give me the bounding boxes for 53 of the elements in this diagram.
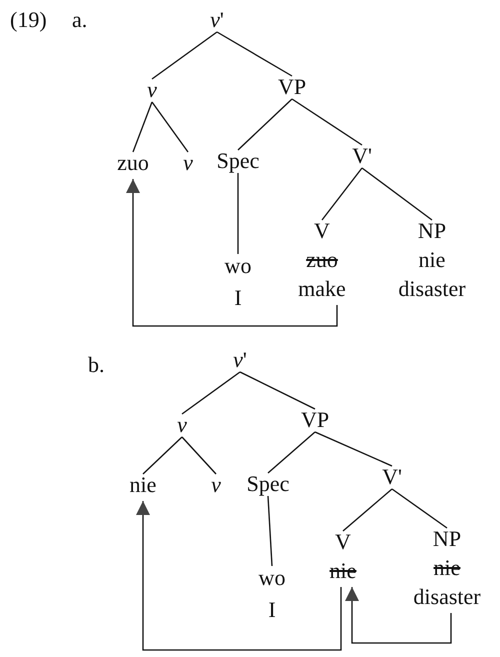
tree-branch [362, 167, 432, 221]
movement-arrow [126, 179, 338, 327]
tree-branch [182, 371, 240, 415]
sub-example-label: b. [88, 351, 104, 379]
tree-branch [182, 436, 216, 474]
tree-node-label: NP [432, 525, 462, 553]
tree-node-label: v' [233, 346, 247, 374]
struck-trace-text: nie [330, 557, 356, 585]
tree-node-label: v [211, 471, 221, 499]
tree-node-label: VP [278, 73, 306, 101]
word-text: disaster [398, 275, 466, 303]
tree-node-label: v [147, 76, 157, 104]
tree-branch [314, 431, 392, 467]
tree-node-label: V' [382, 463, 402, 491]
word-text: disaster [413, 583, 481, 611]
tree-node-label: Spec [246, 470, 290, 498]
movement-arrow [136, 501, 342, 651]
tree-branch [132, 102, 153, 152]
tree-branch [237, 173, 239, 254]
struck-trace-text: zuo [305, 246, 339, 274]
tree-node-label: v [183, 149, 193, 177]
tree-node-label: wo [224, 252, 252, 280]
tree-node-label: wo [258, 564, 286, 592]
tree-branch [152, 31, 218, 80]
word-text: nie [418, 246, 446, 274]
struck-trace-text: nie [432, 554, 462, 582]
word-text: make [298, 275, 346, 303]
tree-node-label: VP [300, 406, 330, 434]
tree-node-label: zuo [117, 149, 149, 177]
tree-node-label: NP [416, 217, 448, 245]
tree-branch [392, 488, 448, 529]
word-text: I [267, 596, 277, 624]
movement-arrow [345, 587, 452, 644]
tree-branch [268, 432, 316, 474]
word-text: I [233, 284, 243, 312]
tree-branch [216, 31, 292, 77]
tree-branch [342, 488, 392, 532]
tree-node-label: V' [352, 142, 372, 170]
tree-branch [240, 371, 316, 410]
tree-node-label: V [313, 217, 331, 245]
tree-node-label: Spec [216, 147, 260, 175]
tree-branch [238, 98, 292, 150]
tree-branch [151, 102, 189, 152]
tree-node-label: nie [130, 471, 156, 499]
tree-branch [267, 496, 273, 566]
tree-branch [292, 98, 362, 146]
sub-example-label: a. [72, 6, 88, 34]
tree-node-label: V [334, 528, 352, 556]
tree-node-label: v [177, 411, 187, 439]
tree-node-label: v' [210, 6, 224, 34]
example-number: (19) [10, 6, 47, 34]
tree-branch [142, 436, 182, 474]
tree-branch [321, 168, 363, 220]
